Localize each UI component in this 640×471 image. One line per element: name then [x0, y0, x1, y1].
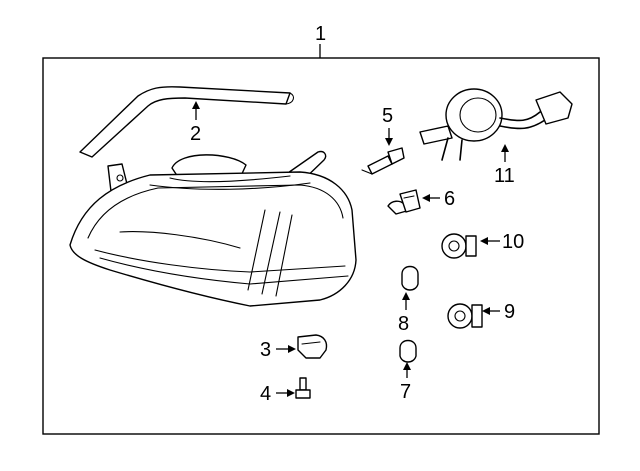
socket-bulb-9	[447, 303, 483, 329]
callout-2: 2	[190, 123, 201, 145]
wedge-bulb	[361, 147, 405, 175]
headlamp-assembly	[69, 150, 357, 307]
callout-8: 8	[398, 313, 409, 335]
callout-3: 3	[260, 339, 271, 361]
callout-5: 5	[382, 105, 393, 127]
diagram-frame	[42, 57, 600, 435]
callout-1: 1	[315, 23, 326, 45]
clip	[297, 334, 328, 359]
callout-9: 9	[504, 301, 515, 323]
socket-bulb-10	[441, 233, 477, 259]
callout-4: 4	[260, 383, 271, 405]
miniature-bulb-8	[401, 265, 419, 291]
callout-7: 7	[400, 381, 411, 403]
callout-10: 10	[502, 231, 524, 253]
wiring-harness-socket	[419, 88, 573, 161]
molding-strip	[79, 86, 295, 158]
callout-11: 11	[494, 165, 515, 187]
halogen-bulb	[387, 189, 421, 215]
miniature-bulb-7	[399, 339, 417, 363]
callout-6: 6	[444, 188, 455, 210]
screw	[295, 377, 311, 399]
